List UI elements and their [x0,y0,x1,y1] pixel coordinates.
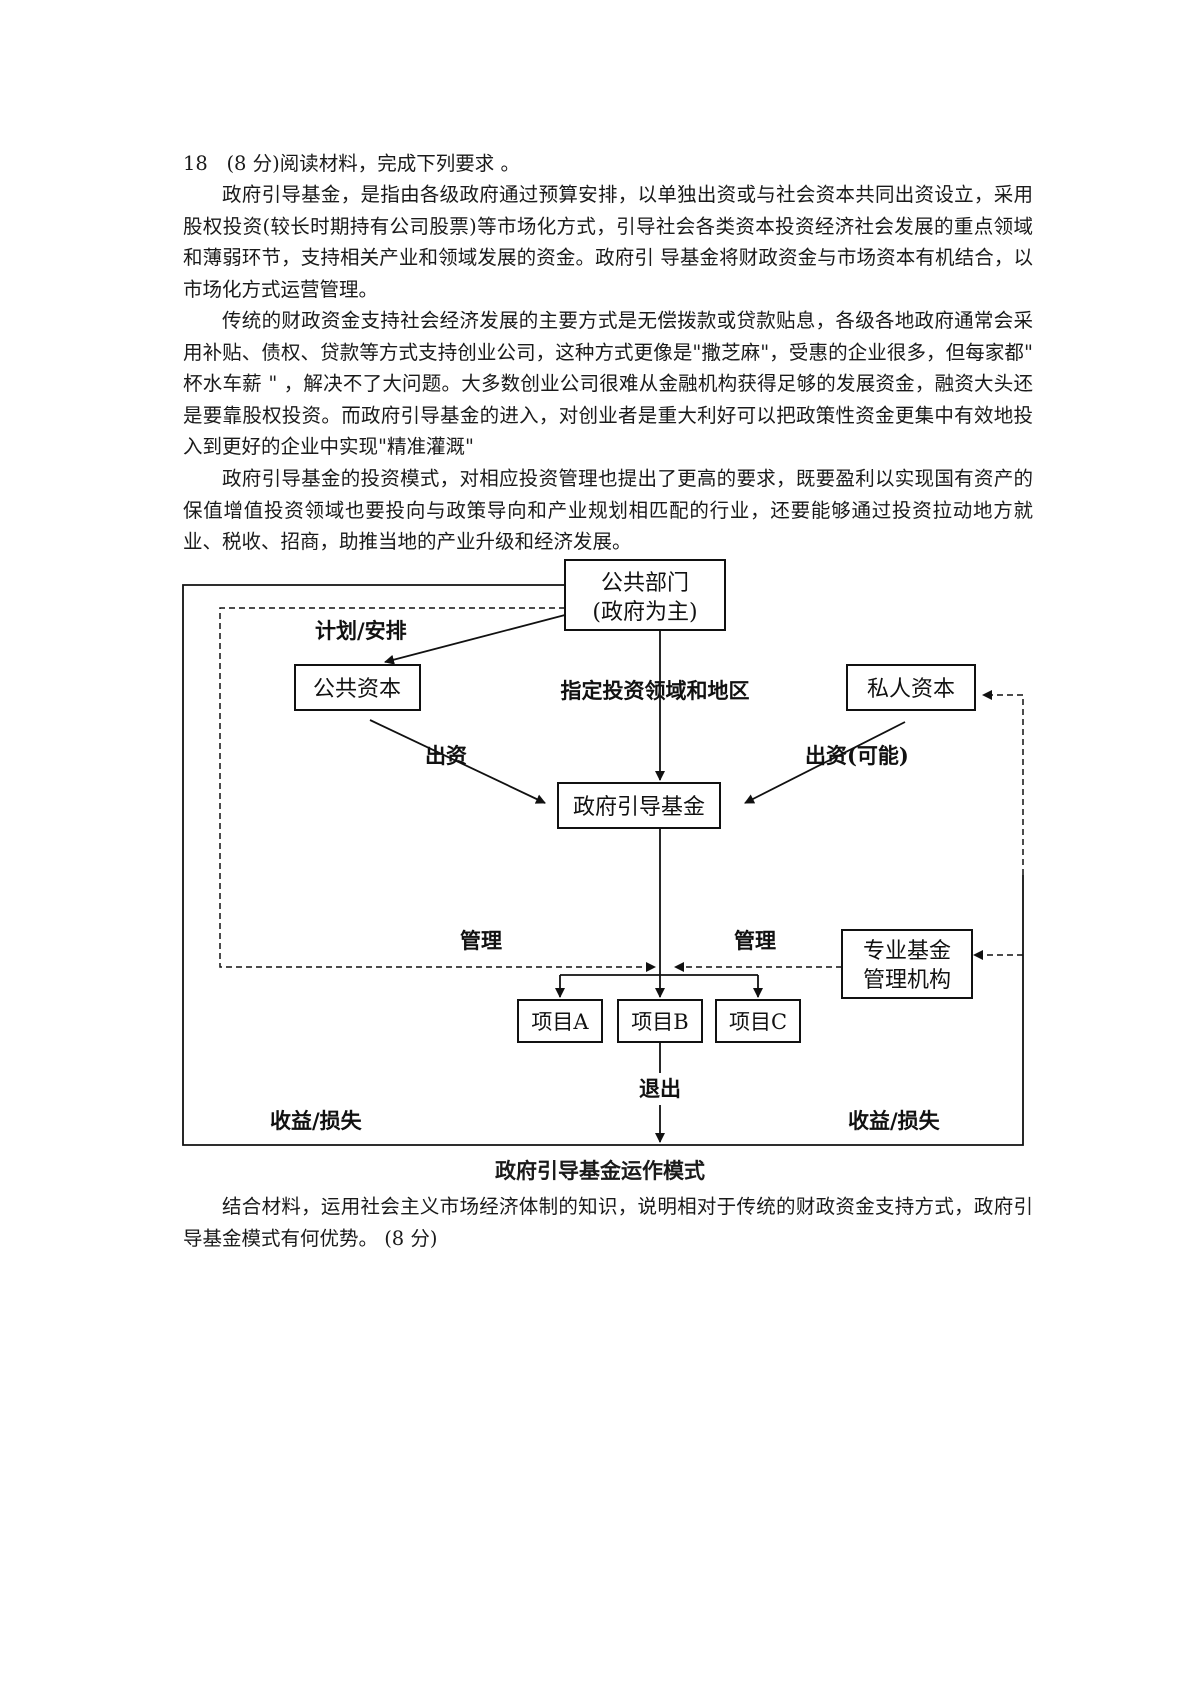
node-project-c [715,999,801,1043]
label-invest: 出资 [425,743,467,768]
node-public-sector-line2: (政府为主) [592,600,697,625]
node-public-sector-line1: 公共部门 [601,571,689,596]
invest-arrow-public [369,719,546,804]
question-instruction: (8 分)阅读材料，完成下列要求 。 [226,152,520,175]
fund-operation-diagram: 公共部门 (政府为主) 计划/安排 公共资本 私人资本 指定投资领域和地区 出资… [182,559,1024,1146]
node-project-b [617,999,703,1043]
node-private-capital [846,664,976,711]
node-public-capital-label: 公共资本 [313,677,401,702]
node-project-b-label: 项目B [631,1010,688,1034]
material-paragraph-3: 政府引导基金的投资模式，对相应投资管理也提出了更高的要求，既要盈利以实现国有资产… [183,467,1033,553]
node-public-sector [564,559,726,631]
invest-arrow-private [744,721,906,804]
return-loop-line [182,584,1024,1146]
node-project-a [517,999,603,1043]
task-question: 结合材料，运用社会主义市场经济体制的知识，说明相对于传统的财政资金支持方式，政府… [183,1195,1033,1250]
label-return-left: 收益/损失 [270,1108,363,1133]
diagram-caption: 政府引导基金运作模式 [495,1158,705,1183]
node-guide-fund-label: 政府引导基金 [573,795,705,820]
node-project-a-label: 项目A [531,1010,589,1034]
node-fund-manager-line1: 专业基金 [863,939,951,964]
material-paragraph-2: 传统的财政资金支持社会经济发展的主要方式是无偿拨款或贷款贴息，各级各地政府通常会… [183,309,1033,458]
label-designate: 指定投资领域和地区 [561,678,750,703]
label-invest-maybe: 出资(可能) [805,743,909,768]
node-project-c-label: 项目C [729,1010,787,1034]
label-plan: 计划/安排 [315,618,407,643]
question-header: 18 (8 分)阅读材料，完成下列要求 。 [183,148,1033,180]
node-private-capital-label: 私人资本 [867,677,955,702]
label-manage-left: 管理 [460,928,502,953]
question-number: 18 [183,152,208,175]
return-to-private-dashed [982,690,1024,875]
material-paragraph-1: 政府引导基金，是指由各级政府通过预算安排，以单独出资或与社会资本共同出资设立，采… [183,183,1033,301]
node-fund-manager [841,929,973,999]
label-return-right: 收益/损失 [848,1108,941,1133]
node-fund-manager-line2: 管理机构 [863,968,951,993]
node-guide-fund [557,782,721,829]
node-public-capital [294,664,421,711]
plan-arrow [384,614,566,665]
label-manage-right: 管理 [734,928,776,953]
manage-left-dashed [219,607,656,972]
label-exit: 退出 [639,1076,681,1101]
